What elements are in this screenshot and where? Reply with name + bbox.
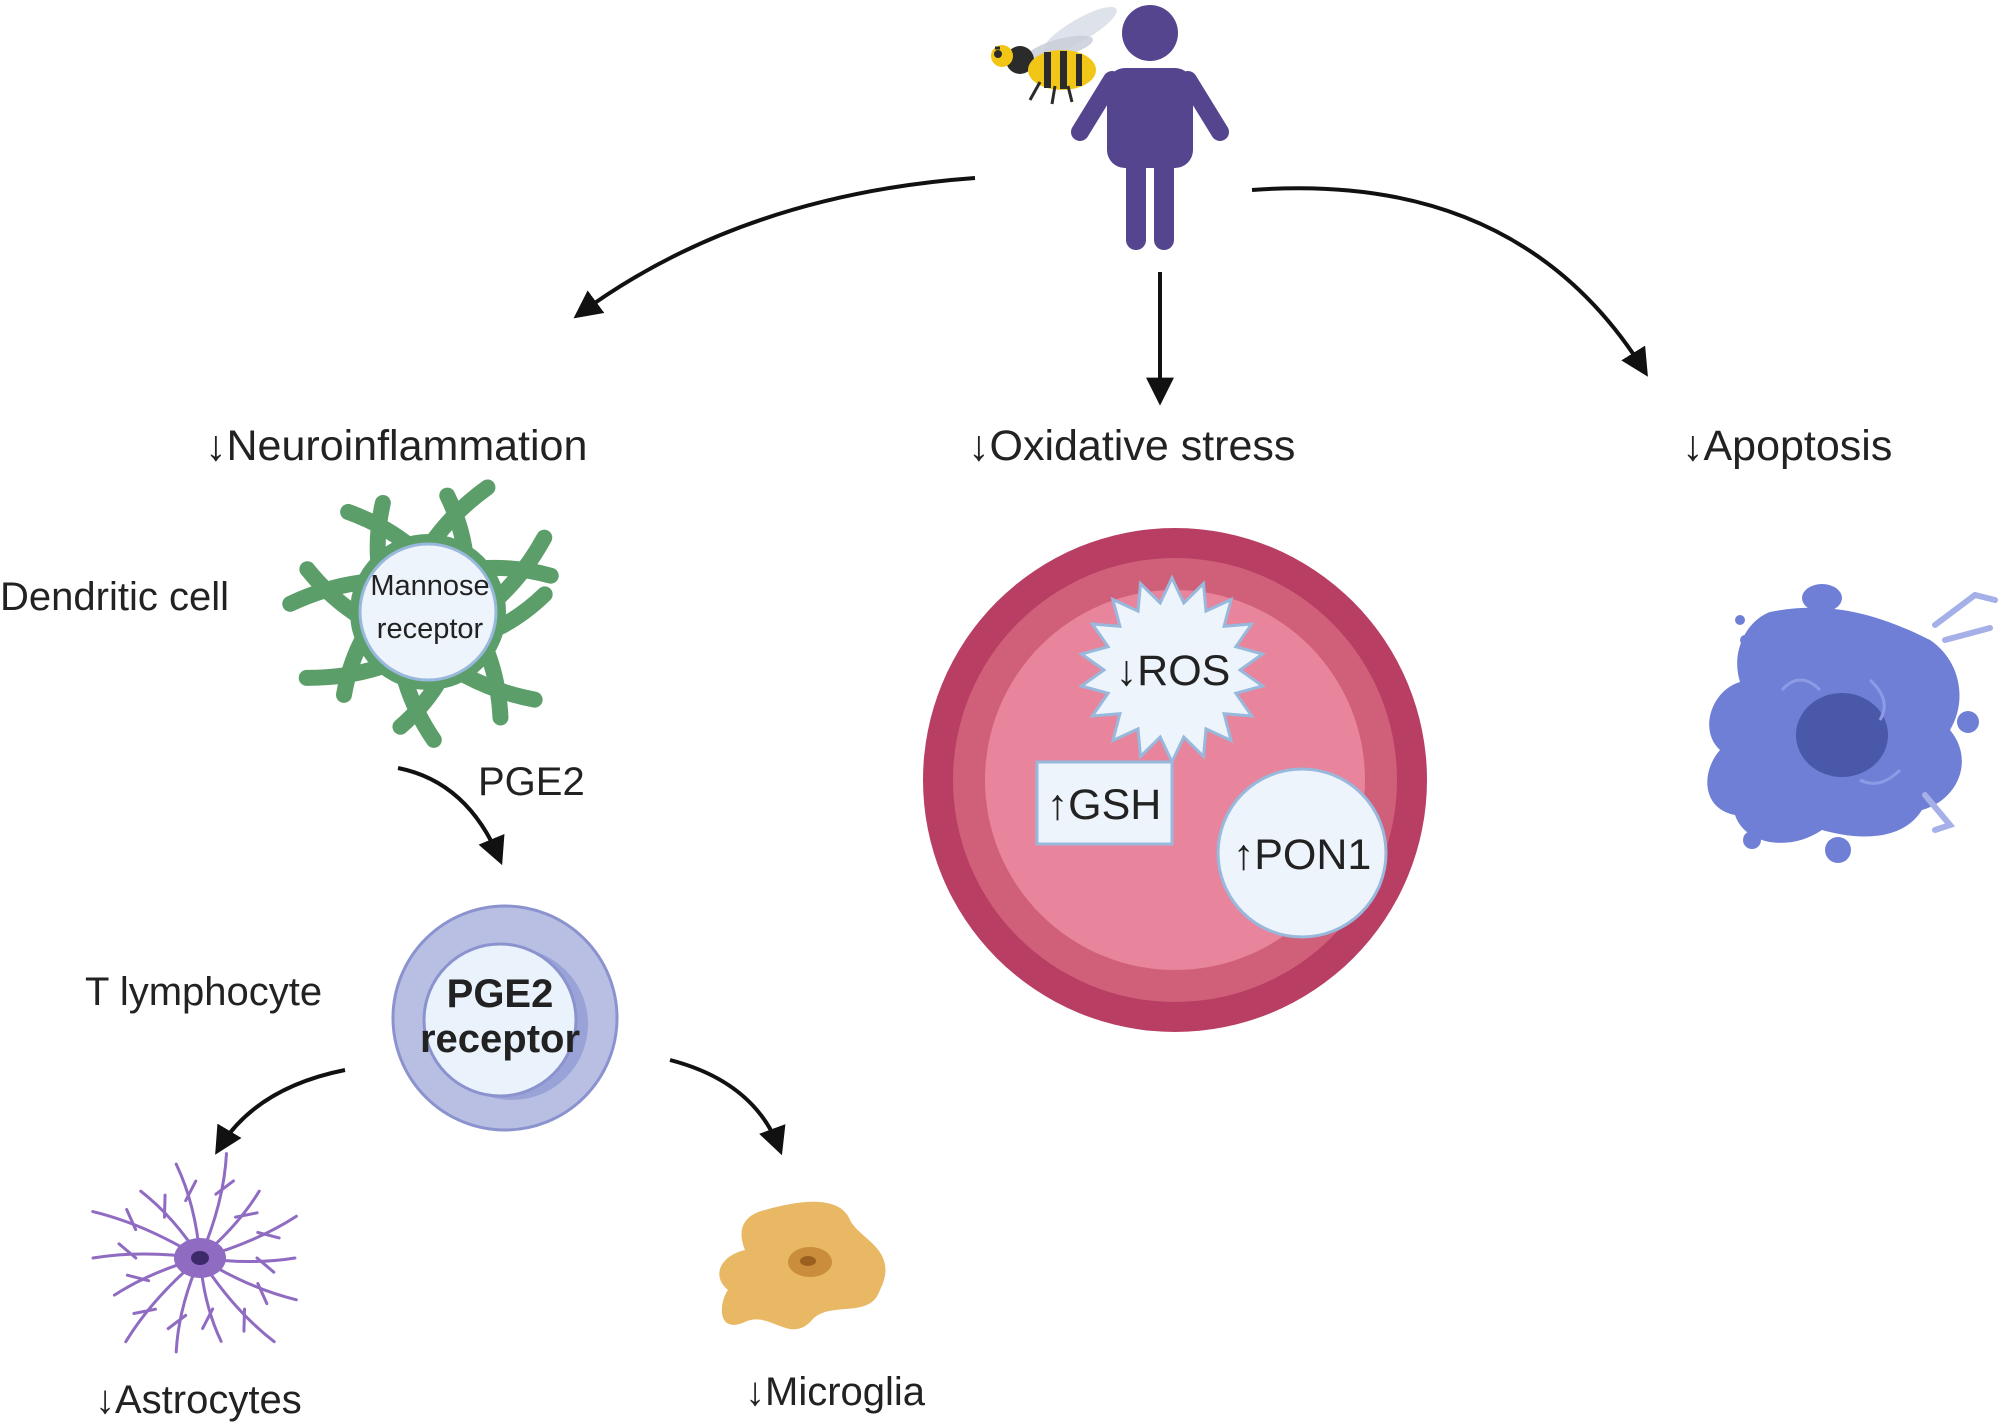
pge2-receptor-label-line2: receptor [420,1017,580,1061]
dendritic-cell-icon [282,479,559,748]
pge2-arrow [397,766,505,866]
apoptosis-label: ↓Apoptosis [1682,422,1892,470]
astrocyte-branch-fork [117,1242,138,1260]
astrocytes-label: ↓Astrocytes [95,1378,302,1422]
pge2-receptor-label-line1: PGE2 [447,972,554,1016]
person-icon [1071,5,1229,250]
gsh-box [1035,760,1174,846]
dendrite [492,529,553,604]
dendrite [340,503,413,550]
astrocyte-branch-fork [234,1211,259,1219]
pge2-label: PGE2 [478,760,585,804]
arrow-to-astrocytes [215,1068,346,1155]
ros-label: ↓ROS [1116,647,1231,695]
astrocyte-branch-fork [166,1313,188,1331]
dendrite [335,634,369,703]
astrocyte-branch-fork [162,1193,167,1219]
mannose-receptor-label-line2: receptor [377,613,484,645]
dendrite [282,574,369,612]
astrocyte-icon [91,1152,298,1354]
oxidative-stress-label: ↓Oxidative stress [968,422,1295,470]
dendrite [397,674,442,748]
astrocyte-branch-fork [242,1307,247,1333]
arrow-to-apoptosis [1251,186,1648,377]
arrow-to-microglia [669,1058,786,1156]
dendritic-cell-label: Dendritic cell [0,575,229,619]
arrow-to-neuroinflammation [573,176,976,319]
dendrite [457,667,543,708]
astrocyte-branch-fork [214,1179,235,1196]
apoptotic-cell-icon [1707,584,1998,863]
gsh-label: ↑GSH [1047,781,1162,829]
wasp-icon [991,6,1117,105]
astrocyte-branch-fork [256,1230,281,1240]
neuroinflammation-label: ↓Neuroinflammation [205,422,587,470]
astrocyte-branch-fork [255,1256,276,1274]
astrocyte-branch-fork [132,1307,157,1315]
mannose-receptor-label-line1: Mannose [370,570,489,602]
t-lymphocyte-icon [391,904,619,1132]
astrocyte-branch-fork [125,1208,138,1232]
microglia-label: ↓Microglia [745,1370,926,1414]
t-lymphocyte-label: T lymphocyte [85,970,322,1014]
pon1-label: ↑PON1 [1233,831,1372,879]
pon1-circle [1216,767,1388,939]
astrocyte-branch-fork [125,1273,151,1283]
astrocyte-branch-fork [256,1282,269,1306]
astrocyte-branch-fork [201,1307,215,1330]
microglia-icon [719,1201,886,1330]
astrocyte-branch-fork [184,1179,198,1203]
